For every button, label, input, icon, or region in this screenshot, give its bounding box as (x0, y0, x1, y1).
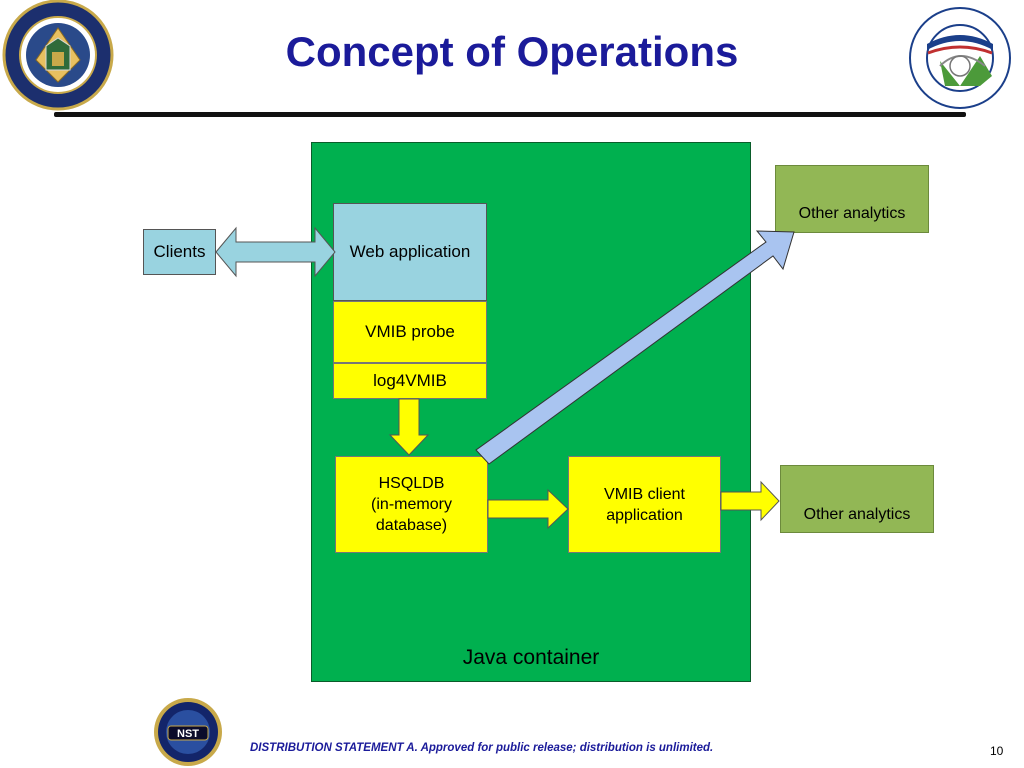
other-analytics-top-box: Other analytics (775, 165, 929, 233)
te-seal-graphic (909, 7, 1011, 109)
test-evaluation-seal-logo (900, 6, 1020, 110)
other-analytics-bottom-label: Other analytics (803, 506, 911, 523)
vmib-client-label: VMIB client application (604, 485, 685, 524)
vmib-client-box: VMIB client application (568, 456, 721, 553)
clients-web-double-arrow (215, 226, 336, 278)
hsqldb-box: HSQLDB (in-memory database) (335, 456, 488, 553)
trmc-seal-logo (0, 0, 118, 112)
nst-seal-logo: NST (152, 697, 224, 767)
hsqldb-to-client-arrow (487, 488, 569, 530)
client-to-analytics-arrow (720, 480, 780, 522)
nst-seal-graphic: NST (154, 698, 222, 766)
log4vmib-label: log4VMIB (373, 371, 447, 390)
web-application-box: Web application (333, 203, 487, 301)
hsqldb-label: HSQLDB (in-memory database) (371, 475, 452, 534)
java-container-label: Java container (462, 646, 600, 669)
hsqldb-to-analytics-diagonal-arrow (475, 230, 795, 465)
vmib-probe-box: VMIB probe (333, 301, 487, 363)
distribution-statement: DISTRIBUTION STATEMENT A. Approved for p… (250, 742, 714, 754)
nst-logo-text: NST (177, 728, 199, 740)
clients-label: Clients (153, 242, 206, 261)
other-analytics-top-label: Other analytics (798, 205, 906, 222)
web-application-label: Web application (349, 242, 471, 261)
page-number: 10 (990, 744, 1004, 758)
other-analytics-bottom-box: Other analytics (780, 465, 934, 533)
log-to-hsqldb-arrow (388, 398, 430, 456)
vmib-probe-label: VMIB probe (365, 322, 455, 341)
page-title: Concept of Operations (285, 28, 739, 75)
trmc-seal-graphic (2, 0, 114, 111)
title-divider (54, 112, 966, 117)
